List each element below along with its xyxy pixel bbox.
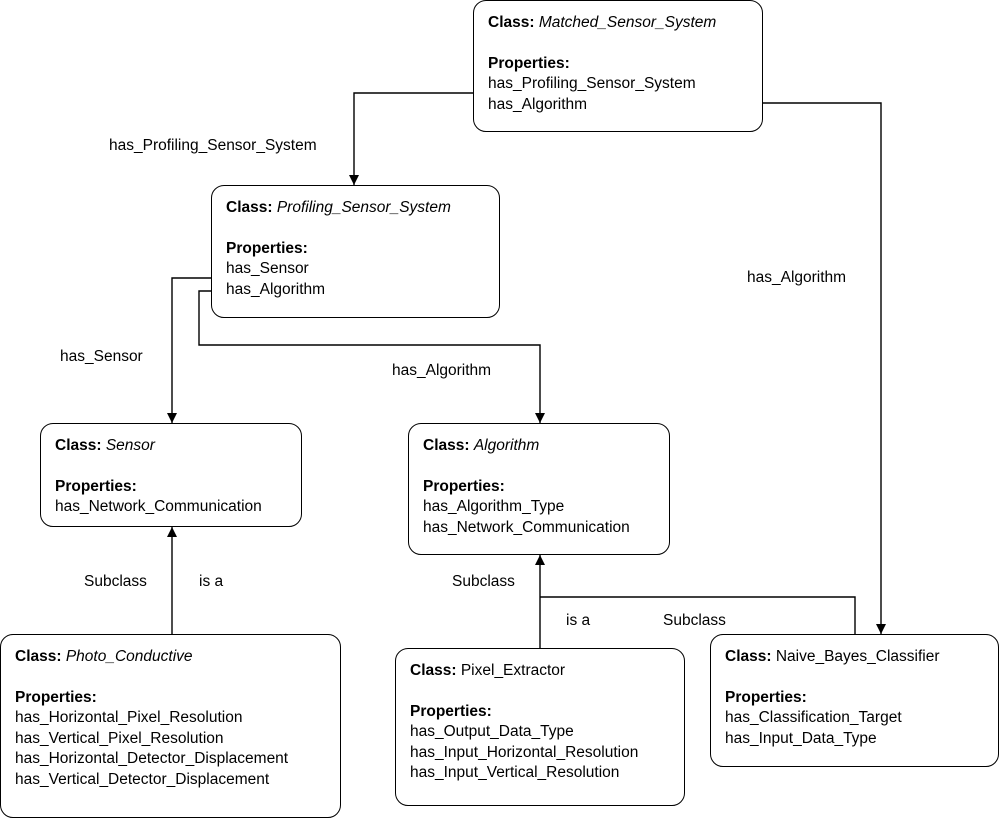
class-keyword: Class: xyxy=(725,648,772,665)
class-keyword: Class: xyxy=(488,14,535,31)
property-item: has_Sensor xyxy=(226,260,309,277)
property-item: has_Horizontal_Pixel_Resolution xyxy=(15,709,243,726)
property-item: has_Profiling_Sensor_System xyxy=(488,75,696,92)
property-item: has_Algorithm xyxy=(488,95,588,113)
property-item: has_Vertical_Detector_Displacement xyxy=(15,770,270,788)
edge-label-naive-subclass: Subclass xyxy=(663,612,726,629)
property-item: has_Input_Data_Type xyxy=(725,729,877,747)
property-item: has_Network_Communication xyxy=(423,518,630,536)
edge-label-photo-subclass: Subclass xyxy=(84,573,147,590)
class-node-sensor[interactable]: Class: Sensor Properties: has_Network_Co… xyxy=(40,423,302,527)
edge-label-has-algorithm-right: has_Algorithm xyxy=(747,269,847,286)
class-node-pixel-extractor[interactable]: Class: Pixel_Extractor Properties: has_O… xyxy=(395,648,685,806)
edge-naive-subclass xyxy=(540,596,856,634)
class-keyword: Class: xyxy=(410,662,457,679)
edge-mss-to-nbc xyxy=(763,102,886,634)
class-name: Pixel_Extractor xyxy=(460,662,566,679)
properties-heading: Properties: xyxy=(15,688,97,706)
edge-label-has-algorithm: has_Algorithm xyxy=(392,362,492,379)
class-name: Photo_Conductive xyxy=(65,648,193,665)
class-name: Sensor xyxy=(105,437,155,454)
property-item: has_Input_Horizontal_Resolution xyxy=(410,743,639,761)
property-item: has_Input_Vertical_Resolution xyxy=(410,764,620,781)
edge-label-pixel-is-a: is a xyxy=(566,612,591,629)
class-node-profiling-sensor-system[interactable]: Class: Profiling_Sensor_System Propertie… xyxy=(211,185,500,318)
properties-heading: Properties: xyxy=(423,477,505,495)
class-name: Algorithm xyxy=(473,437,540,454)
property-item: has_Algorithm xyxy=(226,280,326,298)
class-node-photo-conductive[interactable]: Class: Photo_Conductive Properties: has_… xyxy=(0,634,341,818)
class-node-algorithm[interactable]: Class: Algorithm Properties: has_Algorit… xyxy=(408,423,670,555)
edge-label-has-profiling-sensor-system: has_Profiling_Sensor_System xyxy=(109,137,317,154)
property-item: has_Algorithm_Type xyxy=(423,498,565,515)
edge-label-has-sensor: has_Sensor xyxy=(60,348,143,365)
edge-label-photo-is-a: is a xyxy=(199,573,224,590)
class-node-naive-bayes-classifier[interactable]: Class: Naive_Bayes_Classifier Properties… xyxy=(710,634,999,767)
class-keyword: Class: xyxy=(15,648,62,665)
edge-label-pixel-subclass: Subclass xyxy=(452,573,515,590)
property-item: has_Vertical_Pixel_Resolution xyxy=(15,729,224,747)
class-name: Matched_Sensor_System xyxy=(538,14,717,31)
properties-heading: Properties: xyxy=(725,688,807,706)
edge-pss-to-algorithm xyxy=(198,290,545,423)
class-node-matched-sensor-system[interactable]: Class: Matched_Sensor_System Properties:… xyxy=(473,0,763,132)
class-name: Naive_Bayes_Classifier xyxy=(775,648,940,665)
property-item: has_Horizontal_Detector_Displacement xyxy=(15,750,289,767)
class-keyword: Class: xyxy=(55,437,102,454)
class-keyword: Class: xyxy=(226,199,273,216)
property-item: has_Output_Data_Type xyxy=(410,723,574,740)
property-item: has_Classification_Target xyxy=(725,709,902,726)
properties-heading: Properties: xyxy=(55,477,137,495)
properties-heading: Properties: xyxy=(226,239,308,257)
edge-mss-to-pss xyxy=(349,92,473,185)
class-name: Profiling_Sensor_System xyxy=(276,199,451,216)
property-item: has_Network_Communication xyxy=(55,498,262,515)
properties-heading: Properties: xyxy=(488,54,570,72)
class-keyword: Class: xyxy=(423,437,470,454)
edge-pss-to-sensor xyxy=(167,277,225,423)
properties-heading: Properties: xyxy=(410,702,492,720)
